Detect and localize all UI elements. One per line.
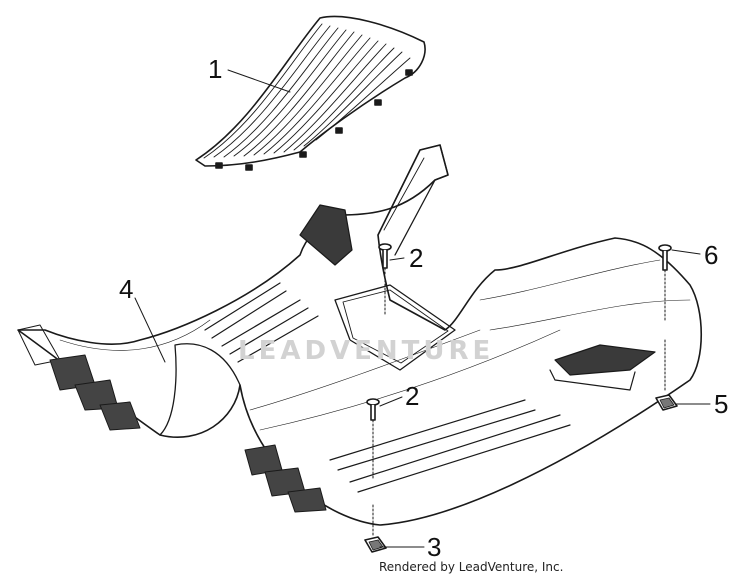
floor-panel-part <box>17 144 702 526</box>
leader-lines <box>134 69 711 548</box>
callout-5: 5 <box>714 389 729 419</box>
callout-3: 3 <box>427 532 442 562</box>
screw-part-right <box>658 244 672 393</box>
render-credit: Rendered by LeadVenture, Inc. <box>379 560 564 574</box>
callout-6: 6 <box>704 240 719 270</box>
watermark-text: LEADVENTURE <box>238 336 495 366</box>
floor-mat-part <box>195 15 426 171</box>
callout-4: 4 <box>119 274 134 304</box>
clip-nut-part-bottom <box>364 504 387 553</box>
screw-part-upper <box>378 243 392 316</box>
clip-nut-part-right <box>655 394 678 411</box>
callout-2-lower: 2 <box>405 381 420 411</box>
screw-part-lower <box>366 398 380 481</box>
callout-1: 1 <box>208 54 223 84</box>
callout-2-upper: 2 <box>409 243 424 273</box>
